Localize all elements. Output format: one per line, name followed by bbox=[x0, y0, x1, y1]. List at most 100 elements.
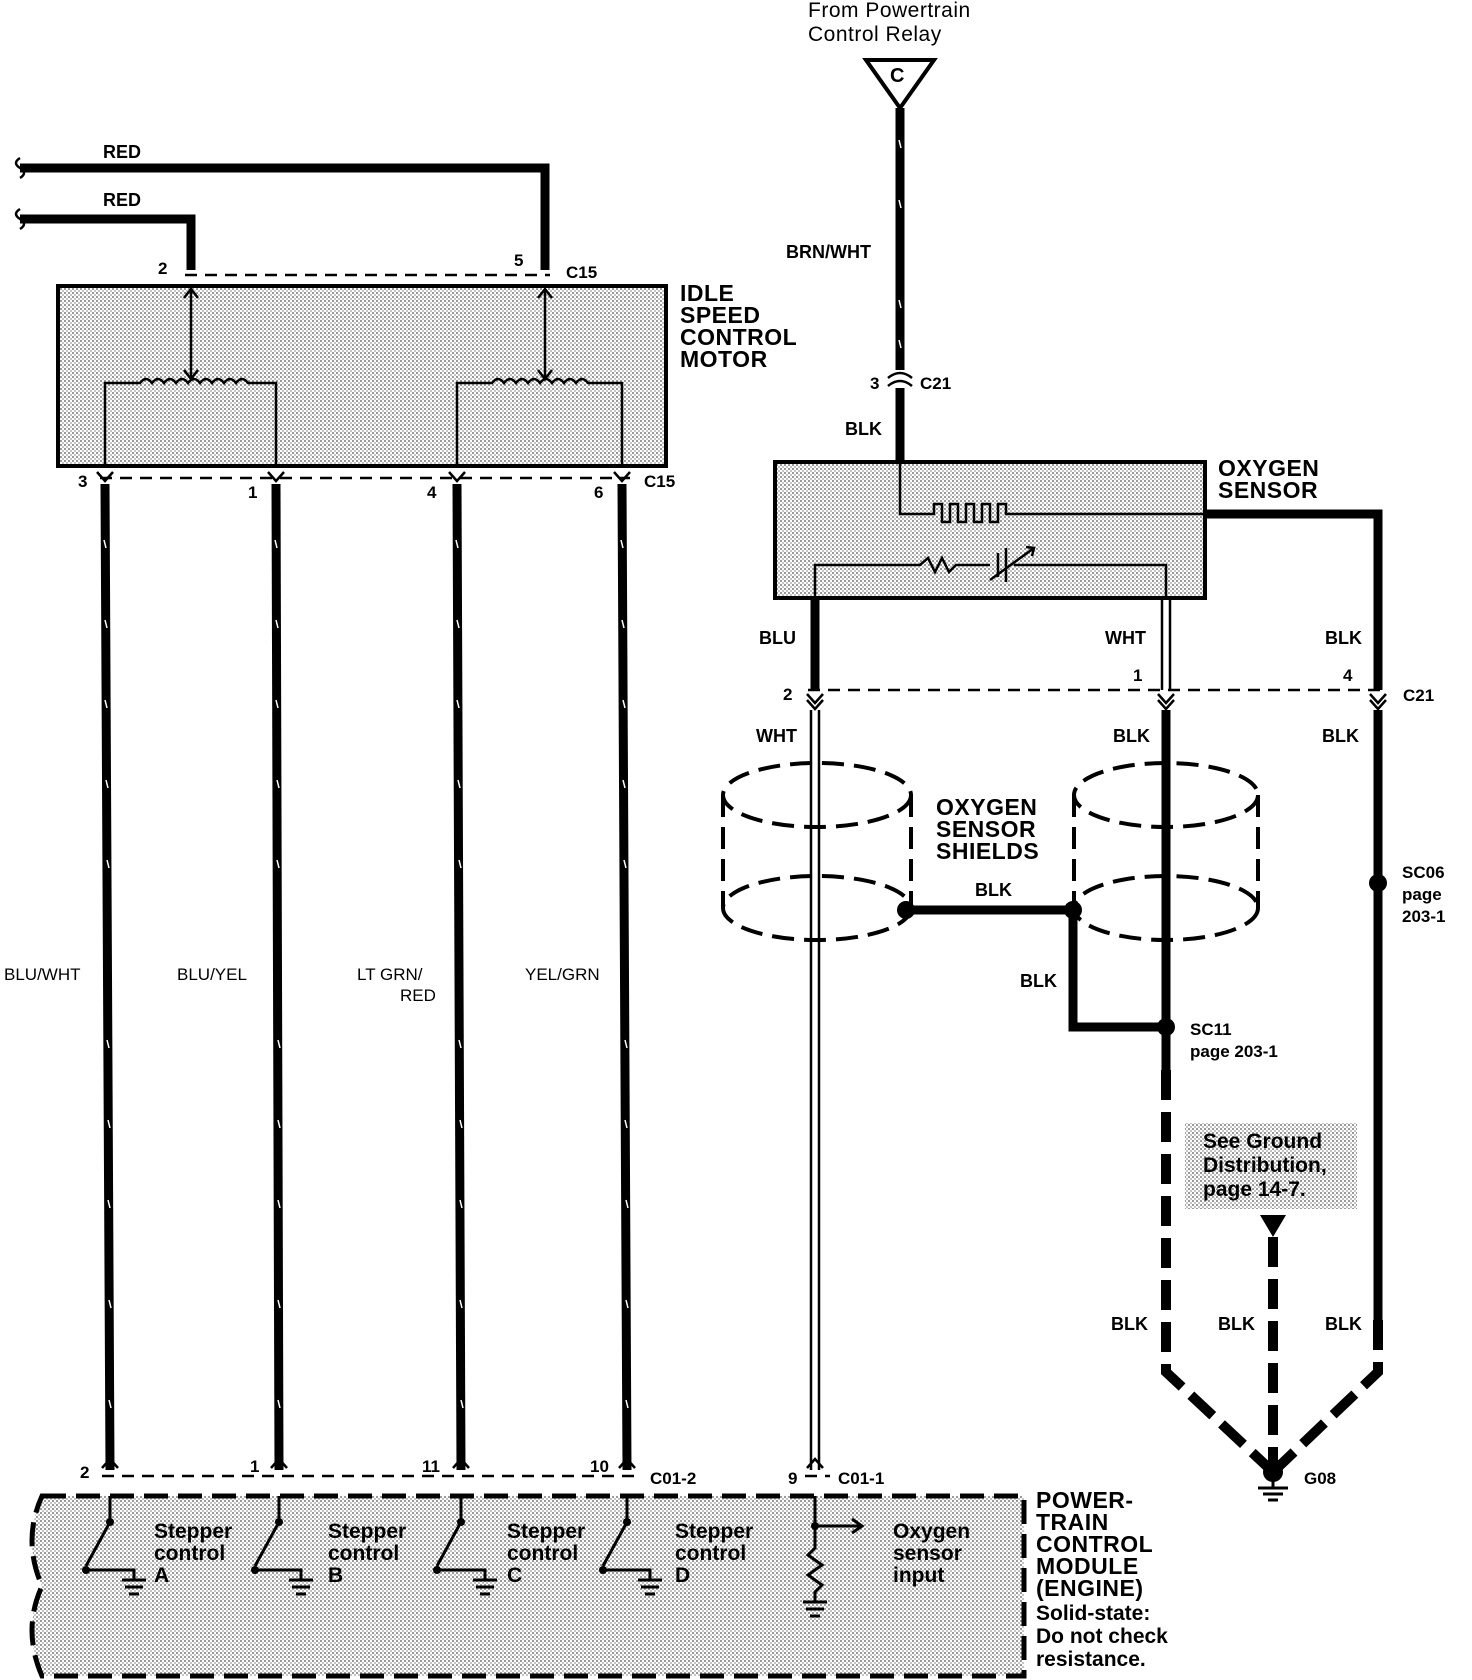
idle-speed-control-motor bbox=[56, 284, 668, 468]
pcm-label-5: (ENGINE) bbox=[1036, 1575, 1144, 1601]
break-mark-2 bbox=[14, 207, 26, 231]
ground-note-2: Distribution, bbox=[1203, 1154, 1327, 1177]
c15-top-label: C15 bbox=[566, 263, 597, 282]
stepper-c-line2: control bbox=[507, 1542, 578, 1565]
stepper-c-line1: Stepper bbox=[507, 1520, 585, 1543]
wire-label-blk-right-top: BLK bbox=[1325, 628, 1362, 648]
shields-label-1: OXYGEN bbox=[936, 794, 1037, 820]
pcm-label-3: CONTROL bbox=[1036, 1531, 1153, 1557]
wire-label-brn-wht: BRN/WHT bbox=[786, 242, 871, 262]
wire-label-blk-shield: BLK bbox=[975, 880, 1012, 900]
wire-label-lt-grn-2: RED bbox=[400, 986, 436, 1005]
pin-4-c21: 4 bbox=[1343, 666, 1353, 685]
stepper-d-line1: Stepper bbox=[675, 1520, 753, 1543]
wht-low-wire bbox=[809, 710, 821, 1470]
ground-note-arrow bbox=[1260, 1215, 1286, 1237]
stepper-d-line2: control bbox=[675, 1542, 746, 1565]
pin-5-top: 5 bbox=[514, 251, 523, 270]
wire-label-blk-g1: BLK bbox=[1111, 1314, 1148, 1334]
shields-label-3: SHIELDS bbox=[936, 838, 1039, 864]
wht-top-wire bbox=[1160, 598, 1172, 690]
source-triangle bbox=[862, 58, 938, 112]
wire-label-lt-grn-1: LT GRN/ bbox=[357, 965, 423, 984]
o2-input-node bbox=[811, 1522, 819, 1530]
stepper-d-line3: D bbox=[675, 1564, 690, 1587]
wire-label-blk-shield-down: BLK bbox=[1020, 971, 1057, 991]
pin-10-pcm: 10 bbox=[590, 1457, 609, 1476]
source-letter: C bbox=[890, 65, 904, 87]
o2-input-line2: sensor bbox=[893, 1542, 962, 1565]
sc06-label-1: SC06 bbox=[1402, 863, 1445, 882]
wire-label-wht-low: WHT bbox=[756, 726, 797, 746]
yel-grn-wire bbox=[617, 483, 632, 1471]
c01-arrows bbox=[101, 1457, 824, 1469]
pin-11-pcm: 11 bbox=[422, 1457, 440, 1476]
shield-blk-down-wire bbox=[1068, 910, 1166, 1032]
iscm-label-line2: SPEED bbox=[680, 302, 760, 328]
sc06-label-3: 203-1 bbox=[1402, 907, 1445, 926]
pin-2-top: 2 bbox=[158, 259, 167, 278]
ground-id: G08 bbox=[1304, 1469, 1336, 1488]
pin-2-c21: 2 bbox=[783, 685, 792, 704]
pin-1-c21: 1 bbox=[1133, 666, 1142, 685]
splice-sc06 bbox=[1369, 874, 1387, 892]
pcm-note-1: Solid-state: bbox=[1036, 1602, 1150, 1625]
pcm-note-2: Do not check bbox=[1036, 1625, 1168, 1648]
c01-2-label: C01-2 bbox=[650, 1469, 696, 1488]
sc11-label-2: page 203-1 bbox=[1190, 1042, 1278, 1061]
splice-sc11 bbox=[1157, 1018, 1175, 1036]
pcm-note-3: resistance. bbox=[1036, 1648, 1146, 1671]
pin-3-c15: 3 bbox=[78, 472, 87, 491]
pin-3-c21: 3 bbox=[870, 374, 879, 393]
c21-top-label: C21 bbox=[920, 374, 951, 393]
pin-1-c15: 1 bbox=[248, 483, 257, 502]
wire-label-wht-top: WHT bbox=[1105, 628, 1146, 648]
c01-1-label: C01-1 bbox=[838, 1469, 884, 1488]
ground-symbol-g08 bbox=[1258, 1472, 1288, 1502]
powertrain-control-module bbox=[29, 1493, 1027, 1679]
pin-2-pcm: 2 bbox=[80, 1463, 89, 1482]
wire-label-blu-wht: BLU/WHT bbox=[4, 965, 81, 984]
stepper-a-line1: Stepper bbox=[154, 1520, 232, 1543]
red-wire-2 bbox=[20, 214, 196, 270]
iscm-label-line4: MOTOR bbox=[680, 346, 768, 372]
shield-left bbox=[721, 761, 913, 942]
wire-label-blk-top: BLK bbox=[845, 419, 882, 439]
red-wire-1 bbox=[20, 163, 550, 270]
ground-note-box bbox=[1185, 1123, 1357, 1209]
o2-blk-right-wire bbox=[1203, 509, 1383, 690]
shields-label-2: SENSOR bbox=[936, 816, 1036, 842]
wire-label-blk-g2: BLK bbox=[1218, 1314, 1255, 1334]
o2-label-line1: OXYGEN bbox=[1218, 455, 1319, 481]
wire-label-blk-mid-low: BLK bbox=[1113, 726, 1150, 746]
ground-note-1: See Ground bbox=[1203, 1130, 1322, 1153]
oxygen-sensor bbox=[773, 460, 1207, 600]
wire-label-red-2: RED bbox=[103, 190, 141, 210]
c21-bottom-label: C21 bbox=[1403, 686, 1434, 705]
pin-9-pcm: 9 bbox=[788, 1469, 797, 1488]
pin-6-c15: 6 bbox=[594, 483, 603, 502]
ground-note-3: page 14-7. bbox=[1203, 1178, 1306, 1201]
stepper-b-line1: Stepper bbox=[328, 1520, 406, 1543]
o2-label-line2: SENSOR bbox=[1218, 477, 1318, 503]
wire-label-yel-grn: YEL/GRN bbox=[525, 965, 600, 984]
iscm-label-line3: CONTROL bbox=[680, 324, 797, 350]
wire-label-blk-g3: BLK bbox=[1325, 1314, 1362, 1334]
c21-arrows bbox=[806, 693, 1387, 711]
wire-tick-marks bbox=[103, 139, 902, 1409]
o2-input-line3: input bbox=[893, 1564, 944, 1587]
stepper-a-line2: control bbox=[154, 1542, 225, 1565]
o2-input-line1: Oxygen bbox=[893, 1520, 970, 1543]
iscm-internal bbox=[103, 286, 624, 464]
ground-wires bbox=[1161, 1070, 1383, 1476]
pcm-label-4: MODULE bbox=[1036, 1553, 1139, 1579]
stepper-wires bbox=[100, 483, 632, 1471]
pin-1-pcm: 1 bbox=[250, 1457, 259, 1476]
source-label-line1: From Powertrain bbox=[808, 0, 971, 22]
stepper-a-line3: A bbox=[154, 1564, 169, 1587]
wire-label-blk-right-low: BLK bbox=[1322, 726, 1359, 746]
o2-internal bbox=[813, 464, 1203, 598]
pcm-label-2: TRAIN bbox=[1036, 1509, 1109, 1535]
stepper-b-line3: B bbox=[328, 1564, 343, 1587]
blu-yel-wire bbox=[271, 483, 284, 1471]
